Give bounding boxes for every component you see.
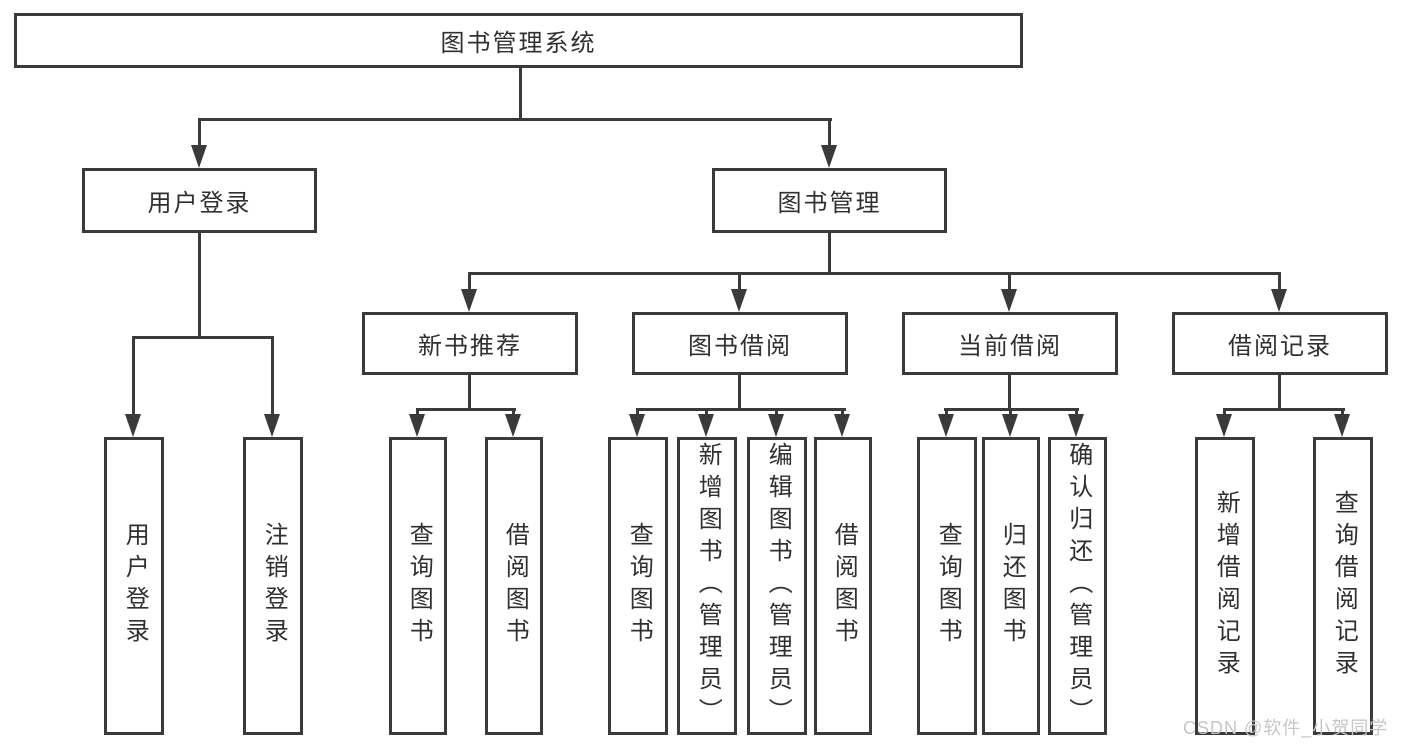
node-label: 注销登录 bbox=[260, 522, 288, 650]
node-label: 用户登录 bbox=[121, 522, 149, 650]
node-label: 编辑图书（管理员） bbox=[764, 442, 792, 730]
connector-line bbox=[468, 375, 471, 411]
arrow-down-icon bbox=[938, 414, 954, 437]
connector-line bbox=[1223, 408, 1345, 411]
connector-line bbox=[198, 118, 832, 121]
node-label: 新增借阅记录 bbox=[1212, 490, 1240, 682]
node-label: 借阅记录 bbox=[1228, 333, 1332, 360]
arrow-down-icon bbox=[1271, 289, 1287, 312]
node-root: 图书管理系统 bbox=[14, 13, 1023, 68]
connector-line bbox=[271, 336, 274, 418]
connector-line bbox=[636, 408, 846, 411]
arrow-down-icon bbox=[768, 414, 784, 437]
node-leaf-bb-add-books-admin: 新增图书（管理员） bbox=[677, 437, 737, 735]
connector-line bbox=[738, 272, 741, 294]
node-leaf-nb-query-books: 查询图书 bbox=[389, 437, 447, 735]
node-leaf-cb-query-books: 查询图书 bbox=[917, 437, 977, 735]
node-leaf-logout: 注销登录 bbox=[243, 437, 303, 735]
arrow-down-icon bbox=[698, 414, 714, 437]
node-user-login: 用户登录 bbox=[82, 168, 317, 233]
arrow-down-icon bbox=[1216, 414, 1232, 437]
connector-line bbox=[1278, 375, 1281, 411]
node-label: 归还图书 bbox=[998, 522, 1026, 650]
node-new-book-recommend: 新书推荐 bbox=[362, 312, 578, 375]
arrow-down-icon bbox=[629, 414, 645, 437]
connector-line bbox=[198, 118, 201, 150]
node-book-management: 图书管理 bbox=[712, 168, 947, 233]
connector-line bbox=[468, 272, 471, 294]
node-label: 用户登录 bbox=[147, 190, 252, 217]
node-book-borrowing: 图书借阅 bbox=[632, 312, 848, 375]
connector-line bbox=[198, 233, 201, 338]
watermark: CSDN @软件_小贺同学 bbox=[1183, 718, 1389, 738]
connector-line bbox=[1008, 272, 1011, 294]
node-label: 图书管理系统 bbox=[440, 30, 597, 57]
connector-line bbox=[828, 233, 831, 275]
node-leaf-bb-query-books: 查询图书 bbox=[608, 437, 668, 735]
node-label: 查询图书 bbox=[405, 522, 433, 650]
connector-line bbox=[416, 408, 516, 411]
node-leaf-user-login: 用户登录 bbox=[104, 437, 164, 735]
node-label: 查询借阅记录 bbox=[1330, 490, 1358, 682]
node-label: 确认归还（管理员） bbox=[1064, 442, 1092, 730]
node-leaf-br-query-record: 查询借阅记录 bbox=[1313, 437, 1373, 735]
node-leaf-nb-borrow-books: 借阅图书 bbox=[485, 437, 543, 735]
connector-line bbox=[468, 272, 1281, 275]
arrow-down-icon bbox=[1068, 414, 1084, 437]
connector-line bbox=[738, 375, 741, 411]
node-label: 借阅图书 bbox=[830, 522, 858, 650]
node-leaf-bb-borrow-books: 借阅图书 bbox=[814, 437, 872, 735]
arrow-down-icon bbox=[821, 145, 837, 168]
node-leaf-br-add-record: 新增借阅记录 bbox=[1195, 437, 1255, 735]
node-label: 图书借阅 bbox=[688, 333, 792, 360]
connector-line bbox=[132, 336, 135, 418]
arrow-down-icon bbox=[125, 414, 141, 437]
arrow-down-icon bbox=[731, 289, 747, 312]
connector-line bbox=[132, 336, 274, 339]
arrow-down-icon bbox=[409, 414, 425, 437]
arrow-down-icon bbox=[1001, 289, 1017, 312]
connector-line bbox=[1008, 375, 1011, 411]
connector-line bbox=[1278, 272, 1281, 294]
arrow-down-icon bbox=[264, 414, 280, 437]
node-label: 当前借阅 bbox=[958, 333, 1062, 360]
node-borrowing-records: 借阅记录 bbox=[1172, 312, 1388, 375]
node-leaf-bb-edit-books-admin: 编辑图书（管理员） bbox=[747, 437, 807, 735]
node-leaf-cb-return-books: 归还图书 bbox=[982, 437, 1040, 735]
node-current-borrowing: 当前借阅 bbox=[902, 312, 1118, 375]
arrow-down-icon bbox=[834, 414, 850, 437]
arrow-down-icon bbox=[1334, 414, 1350, 437]
node-label: 新增图书（管理员） bbox=[694, 442, 722, 730]
node-label: 借阅图书 bbox=[501, 522, 529, 650]
arrow-down-icon bbox=[461, 289, 477, 312]
node-leaf-cb-confirm-return-admin: 确认归还（管理员） bbox=[1048, 437, 1107, 735]
arrow-down-icon bbox=[191, 145, 207, 168]
node-label: 图书管理 bbox=[777, 190, 882, 217]
node-label: 查询图书 bbox=[625, 522, 653, 650]
connector-line bbox=[828, 118, 831, 150]
arrow-down-icon bbox=[1002, 414, 1018, 437]
arrow-down-icon bbox=[505, 414, 521, 437]
connector-line bbox=[519, 68, 522, 120]
node-label: 新书推荐 bbox=[418, 333, 522, 360]
node-label: 查询图书 bbox=[934, 522, 962, 650]
